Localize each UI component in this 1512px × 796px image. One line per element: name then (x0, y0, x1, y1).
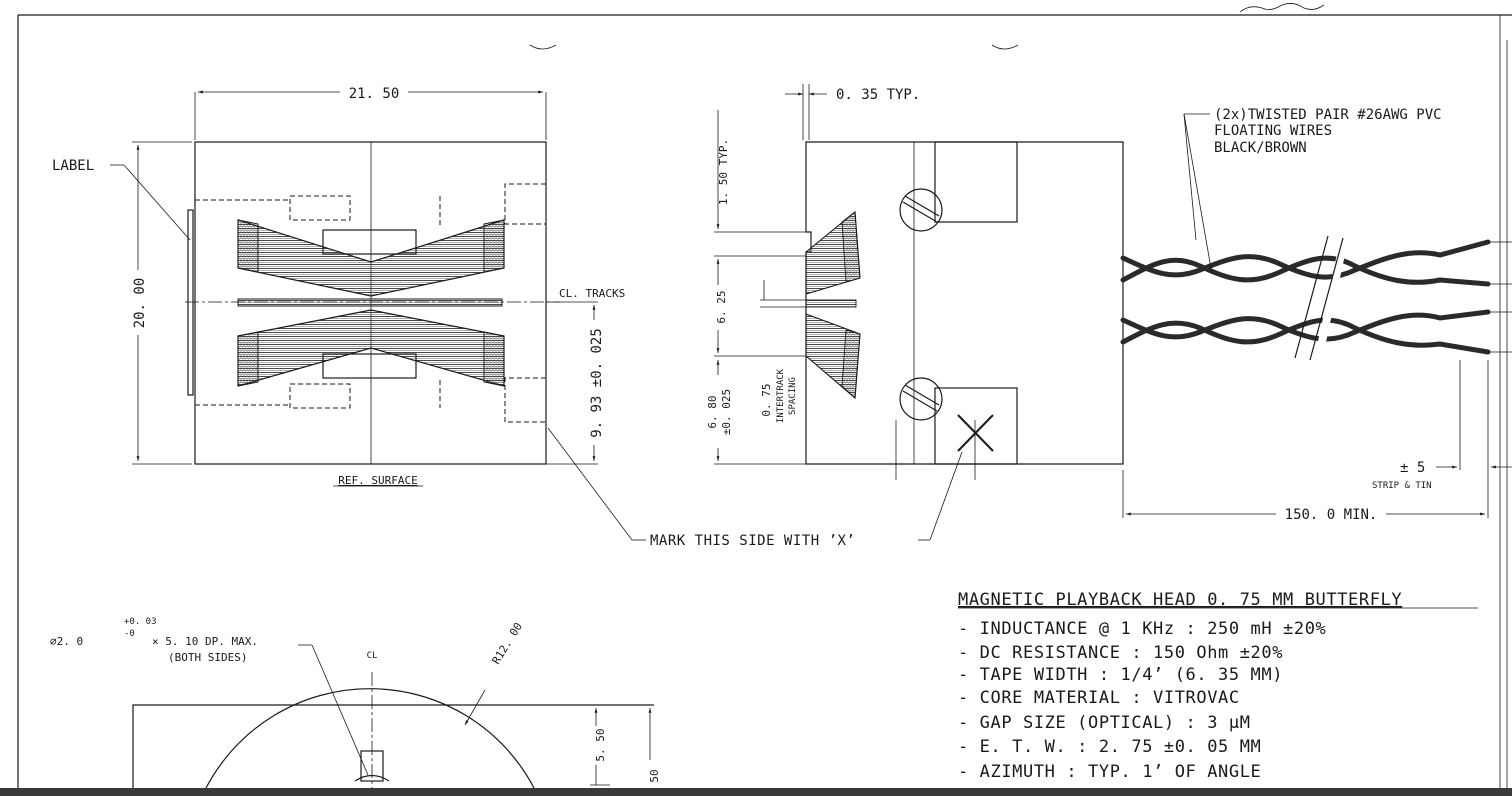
spec-block: MAGNETIC PLAYBACK HEAD 0. 75 MM BUTTERFL… (958, 590, 1478, 782)
dim-680-b: ±0. 025 (720, 389, 733, 435)
mark-note-text: MARK THIS SIDE WITH ’X’ (650, 533, 855, 549)
wire-note-line2: FLOATING WIRES (1214, 123, 1332, 139)
front-view: 21. 50 20. 00 LABEL (52, 86, 625, 487)
tol-plus: +0. 03 (124, 617, 157, 627)
radius-dim: R12. 00 (490, 620, 526, 666)
sheet-border (17, 3, 1512, 796)
cl-tracks-label: CL. TRACKS (559, 287, 625, 300)
dim-680-a: 6. 80 (706, 395, 719, 428)
height-dim: 20. 00 (132, 278, 148, 329)
window-bottom-bar (0, 788, 1512, 796)
dim-550: 5. 50 (594, 728, 607, 761)
spec-item: - AZIMUTH : TYP. 1’ OF ANGLE (958, 762, 1261, 782)
typ-dim: 0. 35 TYP. (836, 87, 920, 103)
typ-height-dim: 1. 50 TYP. (717, 139, 730, 205)
spec-item: - CORE MATERIAL : VITROVAC (958, 688, 1240, 708)
wire-note-line1: (2x)TWISTED PAIR #26AWG PVC (1214, 107, 1442, 123)
strip-label: STRIP & TIN (1372, 481, 1432, 491)
hole-rest: × 5. 10 DP. MAX. (152, 635, 258, 648)
width-dim: 21. 50 (349, 86, 400, 102)
hole-dim: ⌀2. 0 (50, 635, 83, 648)
bottom-view: ⌀2. 0 +0. 03 -0 × 5. 10 DP. MAX. (BOTH S… (50, 617, 661, 796)
wire-note-line3: BLACK/BROWN (1214, 140, 1307, 156)
offset-dim: 9. 93 ±0. 025 (589, 328, 605, 438)
intertrack-label: INTERTRACK (776, 368, 786, 423)
tol-minus: -0 (124, 629, 135, 639)
side-view: 0. 35 TYP. 1. 50 TYP. 6. 25 (706, 84, 1124, 480)
label-callout: LABEL (52, 158, 94, 174)
spec-item: - GAP SIZE (OPTICAL) : 3 μM (958, 713, 1251, 733)
length-dim: 150. 0 MIN. (1285, 507, 1378, 523)
spec-item: - DC RESISTANCE : 150 Ohm ±20% (958, 643, 1283, 663)
cl-label: CL (367, 651, 378, 661)
dim-50: 50 (648, 769, 661, 782)
wire-assembly: (2x)TWISTED PAIR #26AWG PVC FLOATING WIR… (1120, 107, 1512, 523)
spec-item: - E. T. W. : 2. 75 ±0. 05 MM (958, 737, 1261, 757)
mark-note: MARK THIS SIDE WITH ’X’ (547, 427, 963, 549)
spec-item: - TAPE WIDTH : 1/4’ (6. 35 MM) (958, 665, 1283, 685)
spec-item: - INDUCTANCE @ 1 KHz : 250 mH ±20% (958, 619, 1326, 639)
strip-value: ± 5 (1400, 460, 1425, 476)
spacing-label: SPACING (788, 377, 798, 415)
both-sides: (BOTH SIDES) (168, 651, 247, 664)
dim-625: 6. 25 (715, 290, 728, 323)
ref-surface-label: REF. SURFACE (338, 474, 417, 487)
spec-title: MAGNETIC PLAYBACK HEAD 0. 75 MM BUTTERFL… (958, 590, 1402, 610)
intertrack-value: 0. 75 (760, 383, 773, 416)
